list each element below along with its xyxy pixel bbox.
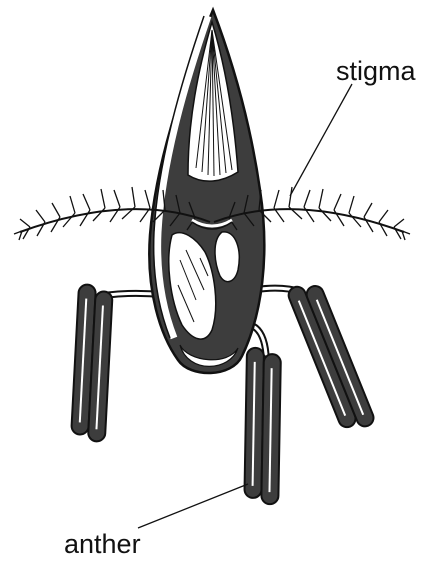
anther-right (286, 278, 376, 435)
anther-left (71, 284, 113, 442)
stigma-label: stigma (336, 58, 416, 85)
anther-leader-line (138, 484, 248, 528)
glume (149, 10, 264, 373)
anther-label: anther (64, 531, 141, 558)
anther-center (244, 348, 281, 505)
stigma-leader-line (290, 84, 352, 196)
